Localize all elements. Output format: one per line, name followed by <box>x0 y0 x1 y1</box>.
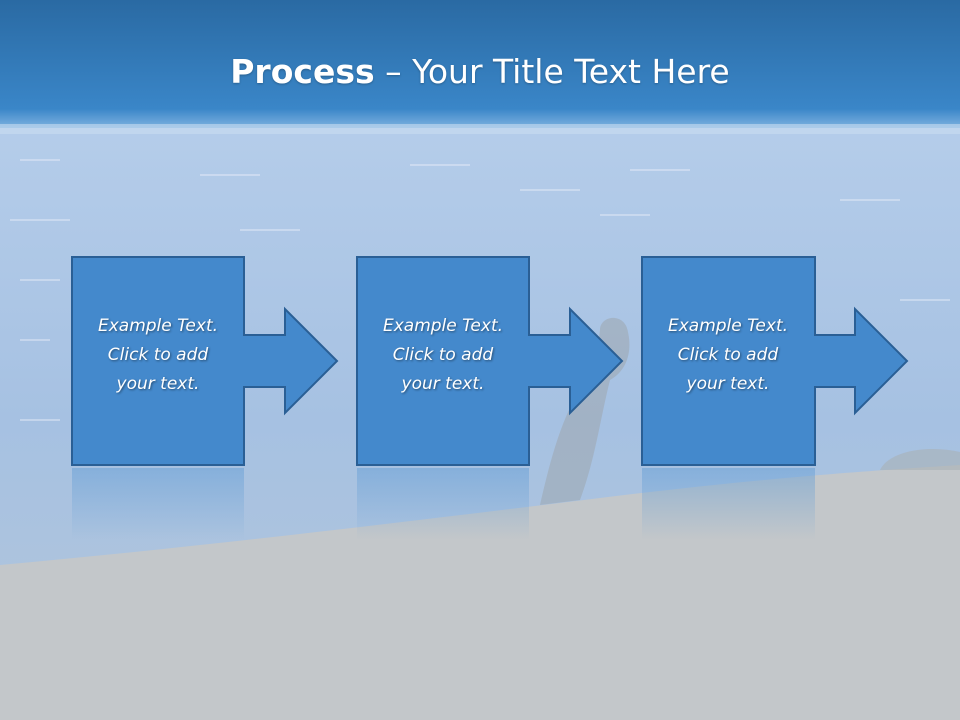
title-rest: – Your Title Text Here <box>374 52 730 91</box>
step-3-line-1: Example Text. <box>667 316 789 336</box>
process-step-1[interactable] <box>71 256 339 540</box>
step-1-line-1: Example Text. <box>97 316 219 336</box>
step-1-line-2: Click to add <box>107 345 209 365</box>
process-step-2[interactable] <box>356 256 624 540</box>
step-3-line-3: your text. <box>686 374 770 394</box>
step-2-line-2: Click to add <box>392 345 494 365</box>
step-3-text[interactable]: Example Text. Click to add your text. <box>642 312 814 399</box>
step-2-text[interactable]: Example Text. Click to add your text. <box>357 312 529 399</box>
step-1-line-3: your text. <box>116 374 200 394</box>
step-2-line-3: your text. <box>401 374 485 394</box>
step-3-line-2: Click to add <box>677 345 779 365</box>
slide-title[interactable]: Process – Your Title Text Here <box>0 52 960 91</box>
process-step-3[interactable] <box>641 256 909 540</box>
step-2-line-1: Example Text. <box>382 316 504 336</box>
water-shimmer <box>10 159 950 421</box>
step-1-text[interactable]: Example Text. Click to add your text. <box>72 312 244 399</box>
title-bold: Process <box>230 52 375 91</box>
